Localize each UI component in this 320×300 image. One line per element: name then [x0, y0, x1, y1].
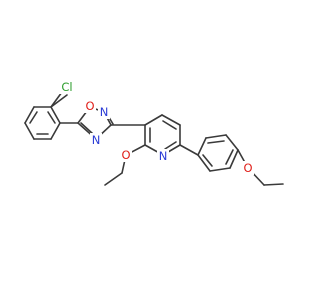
label-bg [120, 148, 132, 162]
bond [24, 122, 35, 140]
bond [50, 106, 61, 124]
bond [205, 134, 227, 139]
bond [104, 172, 123, 186]
label-bg [98, 105, 110, 119]
bond [197, 137, 207, 156]
bond [80, 122, 94, 135]
label-bg [242, 161, 254, 175]
bond [229, 149, 239, 169]
bond [24, 106, 35, 124]
bond [179, 144, 199, 156]
bond [162, 120, 177, 130]
bond [29, 111, 38, 124]
bonds [24, 91, 284, 186]
pyridine-nitrogen-label: N [159, 149, 168, 163]
label-bg [90, 133, 102, 147]
bond [144, 114, 163, 126]
chlorine-label: Cl [61, 80, 72, 94]
bond [50, 122, 61, 140]
bond [209, 167, 231, 172]
label-bg [84, 99, 96, 113]
bond [263, 183, 284, 186]
label-bg [57, 80, 77, 94]
atom-labels: Cl O N N N O O [57, 80, 254, 175]
oxadiazole-oxygen-label: O [85, 99, 94, 113]
label-bg [157, 149, 169, 163]
methoxy-oxygen-label: O [243, 161, 252, 175]
bond [50, 94, 68, 108]
bond [225, 134, 239, 151]
ethoxy-oxygen-label: O [121, 148, 130, 162]
structure-svg: Cl O N N N O O [24, 80, 284, 186]
bond [50, 91, 63, 108]
bond [207, 140, 225, 144]
bond [225, 149, 234, 165]
bond [197, 154, 211, 172]
molecule-drawing: Cl O N N N O O [24, 80, 284, 186]
bond [161, 114, 181, 126]
bond [47, 111, 56, 124]
oxadiazole-n2-label: N [100, 105, 109, 119]
bond [202, 154, 213, 167]
oxadiazole-n4-label: N [92, 133, 101, 147]
bond [164, 141, 177, 150]
